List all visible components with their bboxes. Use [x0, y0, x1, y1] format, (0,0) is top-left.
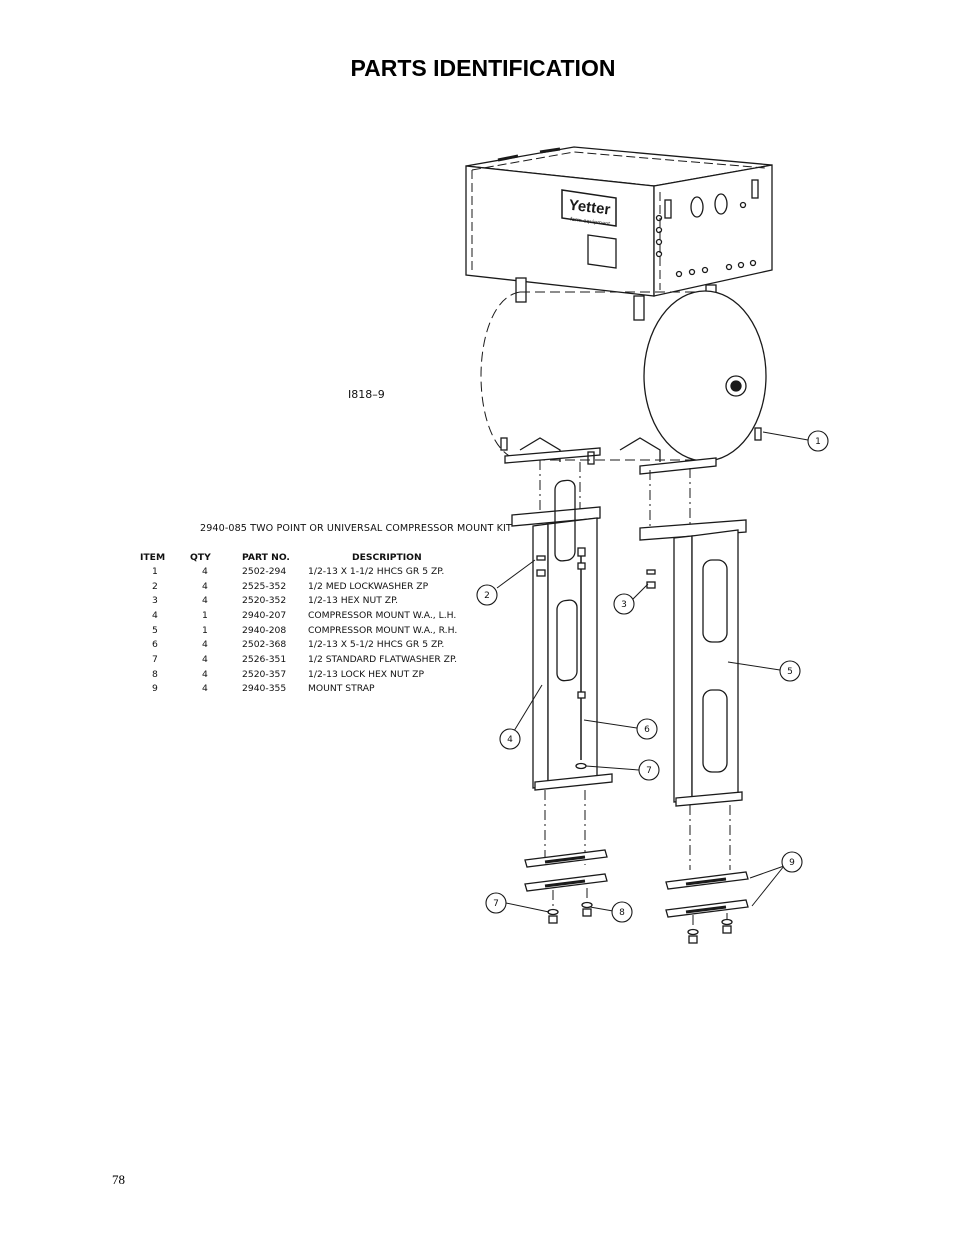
page-title: PARTS IDENTIFICATION	[350, 55, 616, 81]
callout-6: 6	[644, 725, 650, 735]
cell-part: 2520-357	[242, 668, 287, 680]
callout-8: 8	[619, 908, 625, 918]
header-description: DESCRIPTION	[352, 551, 422, 563]
logo-tagline: farm equipment	[570, 217, 611, 228]
cell-item: 5	[152, 624, 158, 636]
parts-table: ITEM QTY PART NO. DESCRIPTION 1 4 2502-2…	[140, 550, 552, 696]
cell-qty: 4	[202, 595, 208, 607]
kit-title: 2940-085 TWO POINT OR UNIVERSAL COMPRESS…	[200, 523, 512, 534]
leader-lines	[496, 431, 809, 913]
cell-description: COMPRESSOR MOUNT W.A., R.H.	[308, 624, 458, 636]
cell-qty: 4	[202, 580, 208, 592]
cell-part: 2940-208	[242, 624, 287, 636]
mount-straps	[524, 849, 749, 918]
page-number: 78	[112, 1172, 125, 1187]
cell-qty: 4	[202, 639, 208, 651]
washers-and-nuts	[547, 762, 733, 944]
callout-circles	[476, 430, 829, 923]
cell-description: COMPRESSOR MOUNT W.A., L.H.	[308, 609, 457, 621]
cell-part: 2526-351	[242, 653, 287, 665]
logo-brand: Yetter	[568, 197, 612, 219]
cell-item: 2	[152, 580, 158, 592]
cell-item: 8	[152, 668, 158, 680]
header-part: PART NO.	[242, 551, 290, 563]
cell-part: 2940-207	[242, 609, 287, 621]
header-qty: QTY	[190, 551, 211, 563]
table-row: 8 4 2520-357 1/2-13 LOCK HEX NUT ZP	[140, 667, 552, 682]
cell-qty: 1	[202, 609, 208, 621]
cell-part: 2502-294	[242, 565, 287, 577]
cell-item: 4	[152, 609, 158, 621]
compressor-mount-rh	[639, 519, 747, 807]
cell-item: 3	[152, 595, 158, 607]
table-row: 7 4 2526-351 1/2 STANDARD FLATWASHER ZP.	[140, 652, 552, 667]
cell-qty: 4	[202, 668, 208, 680]
callout-1: 1	[815, 437, 821, 447]
cell-qty: 4	[202, 683, 208, 695]
callout-9: 9	[789, 858, 795, 868]
cell-qty: 4	[202, 653, 208, 665]
table-row: 6 4 2502-368 1/2-13 X 5-1/2 HHCS GR 5 ZP…	[140, 637, 552, 652]
cell-qty: 1	[202, 624, 208, 636]
callout-4: 4	[507, 735, 513, 745]
table-row: 5 1 2940-208 COMPRESSOR MOUNT W.A., R.H.	[140, 623, 552, 638]
cell-description: 1/2-13 LOCK HEX NUT ZP	[308, 668, 424, 680]
cell-part: 2502-368	[242, 639, 287, 651]
cell-item: 9	[152, 683, 158, 695]
callout-7: 7	[646, 766, 652, 776]
cell-description: 1/2 STANDARD FLATWASHER ZP.	[308, 653, 458, 665]
callout-7-lower: 7	[493, 899, 499, 909]
cell-description: 1/2-13 HEX NUT ZP.	[308, 595, 399, 607]
cell-part: 2525-352	[242, 580, 287, 592]
callout-3: 3	[621, 600, 627, 610]
table-row: 9 4 2940-355 MOUNT STRAP	[140, 682, 552, 697]
cell-item: 6	[152, 639, 158, 651]
table-row: 2 4 2525-352 1/2 MED LOCKWASHER ZP	[140, 579, 552, 594]
cell-description: 1/2 MED LOCKWASHER ZP	[308, 580, 429, 592]
table-row: 3 4 2520-352 1/2-13 HEX NUT ZP.	[140, 593, 552, 608]
header-item: ITEM	[140, 551, 166, 563]
cell-part: 2940-355	[242, 683, 287, 695]
parts-table-header: ITEM QTY PART NO. DESCRIPTION	[140, 550, 552, 564]
cell-item: 1	[152, 565, 158, 577]
cell-part: 2520-352	[242, 595, 287, 607]
callout-5: 5	[787, 667, 793, 677]
cell-description: MOUNT STRAP	[308, 683, 375, 695]
cell-description: 1/2-13 X 1-1/2 HHCS GR 5 ZP.	[308, 565, 445, 577]
cell-description: 1/2-13 X 5-1/2 HHCS GR 5 ZP.	[308, 639, 445, 651]
table-row: 4 1 2940-207 COMPRESSOR MOUNT W.A., L.H.	[140, 608, 552, 623]
air-tank	[480, 290, 767, 475]
table-row: 1 4 2502-294 1/2-13 X 1-1/2 HHCS GR 5 ZP…	[140, 564, 552, 579]
compressor-mount-lh	[511, 479, 613, 791]
cell-item: 7	[152, 653, 158, 665]
cell-qty: 4	[202, 565, 208, 577]
callout-2: 2	[484, 591, 490, 601]
drawing-id: I818–9	[348, 388, 385, 401]
brand-logo	[561, 189, 617, 269]
